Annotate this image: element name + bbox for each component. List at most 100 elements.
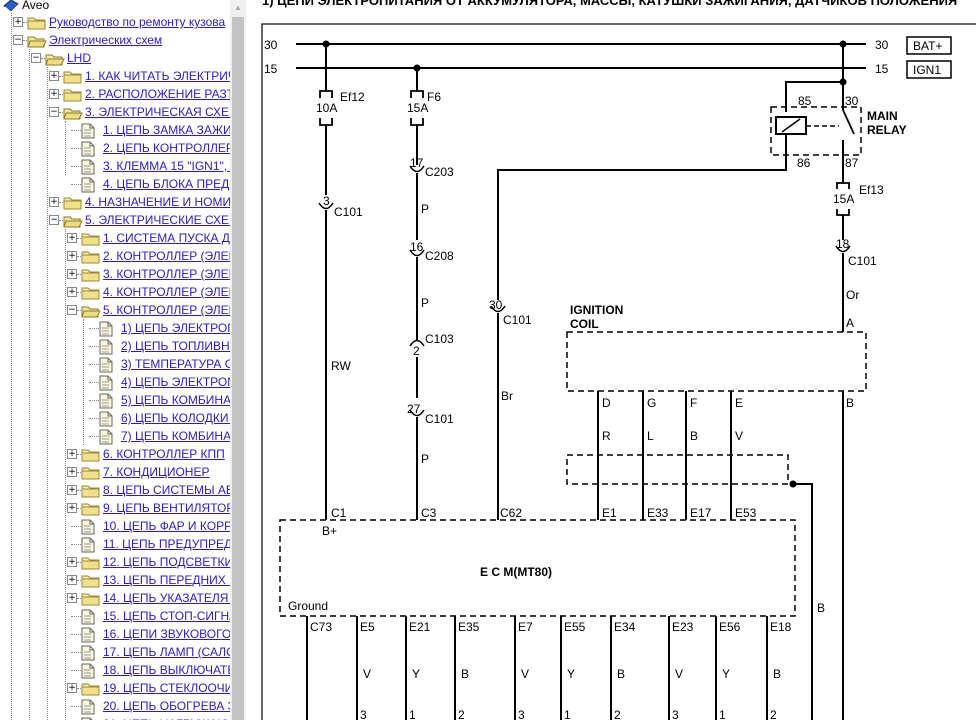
tree-item-label: Электрических схем: [49, 33, 163, 47]
tree-item[interactable]: − 5. ЭЛЕКТРИЧЕСКИЕ СХЕМ: [0, 211, 230, 229]
tree-item[interactable]: 2) ЦЕПЬ ТОПЛИВНС: [0, 337, 230, 355]
tree-item[interactable]: 7) ЦЕПЬ КОМБИНАЦ: [0, 427, 230, 445]
scroll-up-arrow-icon[interactable]: ▲: [230, 0, 246, 16]
expand-icon[interactable]: +: [67, 593, 77, 603]
tree-item[interactable]: +19. ЦЕПЬ СТЕКЛООЧИС: [0, 679, 230, 697]
wire-color-label: Y: [567, 667, 575, 681]
tree-item[interactable]: 5) ЦЕПЬ КОМБИНАЦ: [0, 391, 230, 409]
scrollbar-thumb[interactable]: [232, 17, 244, 720]
expand-icon[interactable]: +: [13, 17, 23, 27]
expand-icon[interactable]: +: [49, 197, 59, 207]
tree-item-label: 1. ЦЕПЬ ЗАМКА ЗАЖИГ: [103, 123, 230, 137]
expand-icon[interactable]: +: [67, 575, 77, 585]
tree-item-label: LHD: [67, 51, 92, 65]
tree-item[interactable]: 3. КЛЕММА 15 "IGN1", 1: [0, 157, 230, 175]
tree-item[interactable]: 1. ЦЕПЬ ЗАМКА ЗАЖИГ: [0, 121, 230, 139]
tree-item[interactable]: +12. ЦЕПЬ ПОДСВЕТКИ: [0, 553, 230, 571]
collapse-icon[interactable]: −: [49, 215, 59, 225]
tree-guide-line: [29, 49, 30, 720]
tree-item[interactable]: +14. ЦЕПЬ УКАЗАТЕЛЯ П: [0, 589, 230, 607]
tree-item[interactable]: 15. ЦЕПЬ СТОП-СИГНА: [0, 607, 230, 625]
tree-scrollbar[interactable]: ▲: [230, 0, 246, 720]
shield-ground-wire: [793, 483, 813, 720]
tree-item[interactable]: +6. КОНТРОЛЛЕР КПП: [0, 445, 230, 463]
document-icon: [81, 699, 95, 720]
wire-color-label: V: [735, 429, 743, 443]
tree-item[interactable]: +13. ЦЕПЬ ПЕРЕДНИХ И: [0, 571, 230, 589]
tree-item[interactable]: +8. ЦЕПЬ СИСТЕМЫ АВТ: [0, 481, 230, 499]
pane-splitter[interactable]: [246, 0, 256, 720]
relay-title-line2: RELAY: [867, 123, 907, 137]
folder-icon: [63, 69, 83, 89]
tree-item[interactable]: 2. ЦЕПЬ КОНТРОЛЛЕРА: [0, 139, 230, 157]
tree-item-label: 2. ЦЕПЬ КОНТРОЛЛЕРА: [103, 141, 230, 155]
tree-item[interactable]: 4) ЦЕПЬ ЭЛЕКТРОМ: [0, 373, 230, 391]
relay-pin-86: 86: [797, 156, 811, 170]
tree-item-label: 16. ЦЕПИ ЗВУКОВОГО: [103, 627, 230, 641]
tree-item[interactable]: +1. СИСТЕМА ПУСКА ДЕ: [0, 229, 230, 247]
tree-item[interactable]: 10. ЦЕПЬ ФАР И КОРРЕ: [0, 517, 230, 535]
collapse-icon[interactable]: −: [49, 107, 59, 117]
tree-item-label: 7. КОНДИЦИОНЕР: [103, 465, 210, 479]
tree-item[interactable]: −3. ЭЛЕКТРИЧЕСКАЯ СХЕМ: [0, 103, 230, 121]
tree-item[interactable]: 17. ЦЕПЬ ЛАМП (САЛО: [0, 643, 230, 661]
bus-30-right-label: 30: [875, 38, 889, 52]
tree-item[interactable]: +2. РАСПОЛОЖЕНИЕ РАЗЪ: [0, 85, 230, 103]
connector-pin: 1: [719, 708, 726, 720]
tree-item[interactable]: +7. КОНДИЦИОНЕР: [0, 463, 230, 481]
tree-item[interactable]: +1. КАК ЧИТАТЬ ЭЛЕКТРИЧ: [0, 67, 230, 85]
folder-icon: [81, 447, 101, 467]
folder-open-icon: [45, 51, 65, 71]
tree-item[interactable]: −5. КОНТРОЛЛЕР (ЭЛЕК: [0, 301, 230, 319]
folder-open-icon: [63, 213, 83, 233]
tree-item[interactable]: +Руководство по ремонту кузова: [0, 13, 230, 31]
tree-item[interactable]: 21. ЦЕПЬ НАГРУЖАЮ: [0, 715, 230, 720]
expand-icon[interactable]: +: [67, 467, 77, 477]
tree-item[interactable]: 3) ТЕМПЕРАТУРА О: [0, 355, 230, 373]
expand-icon[interactable]: +: [67, 485, 77, 495]
expand-icon[interactable]: +: [67, 233, 77, 243]
wire-f6-c3: [409, 68, 425, 520]
tree-item[interactable]: 11. ЦЕПЬ ПРЕДУПРЕДИ: [0, 535, 230, 553]
expand-icon[interactable]: +: [49, 89, 59, 99]
expand-icon[interactable]: +: [49, 71, 59, 81]
ecm-pin-label: E17: [690, 506, 712, 520]
tree-item-label: 1. КАК ЧИТАТЬ ЭЛЕКТРИЧ: [85, 69, 230, 83]
tree-item-label: 18. ЦЕПЬ ВЫКЛЮЧАТЕ: [103, 663, 230, 677]
wire-relay86-c62: [490, 140, 787, 520]
wire-color-label: R: [602, 429, 611, 443]
tree-item[interactable]: 4. ЦЕПЬ БЛОКА ПРЕДО: [0, 175, 230, 193]
collapse-icon[interactable]: −: [13, 35, 23, 45]
expand-icon[interactable]: +: [67, 251, 77, 261]
navigation-tree: Aveo+Руководство по ремонту кузова−Элект…: [0, 0, 230, 720]
tree-item[interactable]: − Электрических схем: [0, 31, 230, 49]
collapse-icon[interactable]: −: [31, 53, 41, 63]
bus-15-right-label: 15: [875, 62, 889, 76]
expand-icon[interactable]: +: [67, 503, 77, 513]
tree-item[interactable]: 6) ЦЕПЬ КОЛОДКИ Д: [0, 409, 230, 427]
relay-title-line1: MAIN: [867, 109, 898, 123]
tree-item[interactable]: 1) ЦЕПЬ ЭЛЕКТРОП: [0, 319, 230, 337]
tree-item[interactable]: +3. КОНТРОЛЛЕР (ЭЛЕК: [0, 265, 230, 283]
folder-icon: [81, 501, 101, 521]
expand-icon[interactable]: +: [67, 449, 77, 459]
tree-item[interactable]: 18. ЦЕПЬ ВЫКЛЮЧАТЕ: [0, 661, 230, 679]
tree-item[interactable]: +4. НАЗНАЧЕНИЕ И НОМИН: [0, 193, 230, 211]
ecm-pin-label: E34: [614, 620, 636, 634]
expand-icon[interactable]: +: [67, 269, 77, 279]
tree-guide-line: [83, 319, 84, 445]
tree-item[interactable]: +2. КОНТРОЛЛЕР (ЭЛЕК: [0, 247, 230, 265]
expand-icon[interactable]: +: [67, 287, 77, 297]
expand-icon[interactable]: +: [67, 683, 77, 693]
folder-icon: [63, 87, 83, 107]
tree-item[interactable]: +4. КОНТРОЛЛЕР (ЭЛЕК: [0, 283, 230, 301]
tree-item[interactable]: − LHD: [0, 49, 230, 67]
tree-item[interactable]: +9. ЦЕПЬ ВЕНТИЛЯТОРА: [0, 499, 230, 517]
wire-color-label: L: [647, 429, 654, 443]
tree-item[interactable]: 20. ЦЕПЬ ОБОГРЕВА З: [0, 697, 230, 715]
tree-item[interactable]: 16. ЦЕПИ ЗВУКОВОГО: [0, 625, 230, 643]
collapse-icon[interactable]: −: [67, 305, 77, 315]
tree-item-label: 5. ЭЛЕКТРИЧЕСКИЕ СХЕМ: [85, 213, 230, 227]
expand-icon[interactable]: +: [67, 557, 77, 567]
folder-icon: [81, 591, 101, 611]
